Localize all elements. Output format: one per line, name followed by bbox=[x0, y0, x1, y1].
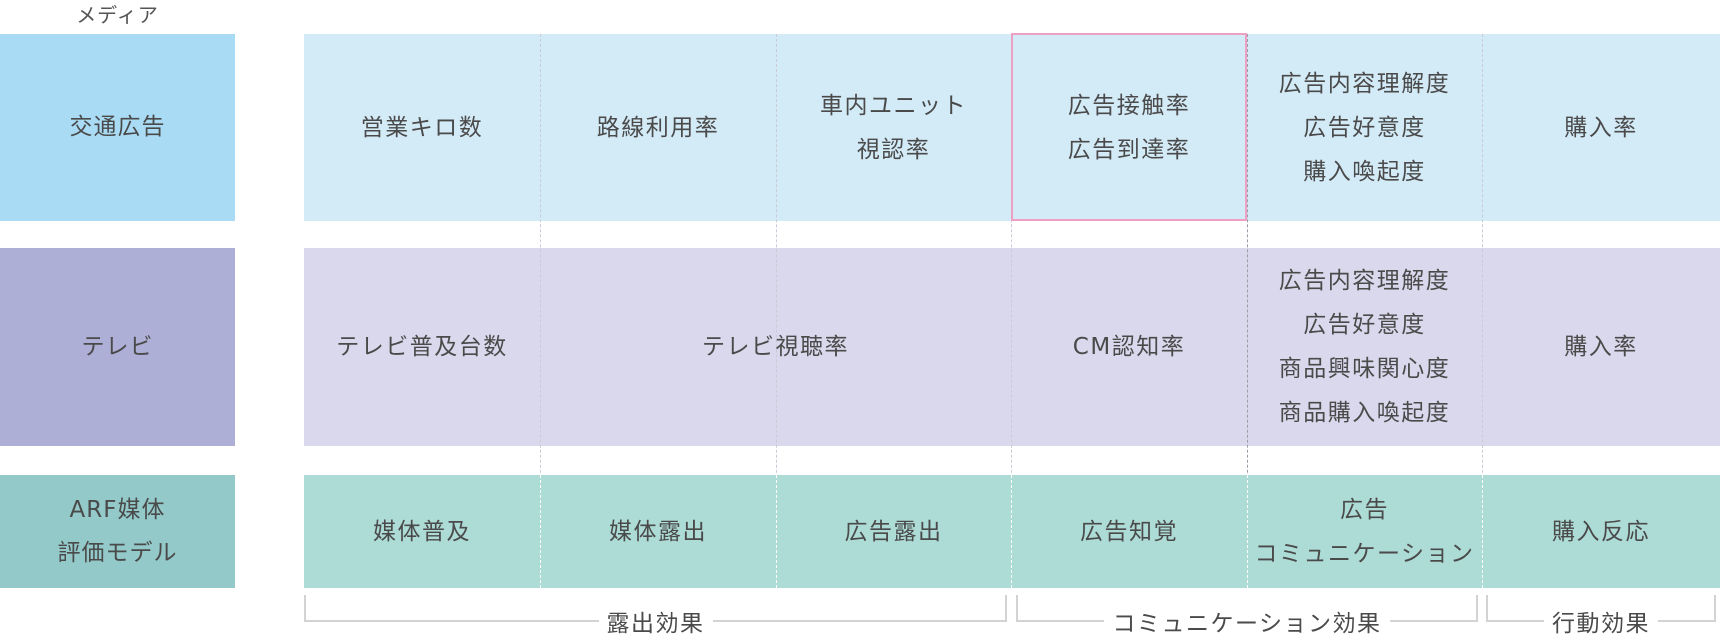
media-label-tv: テレビ bbox=[0, 248, 235, 446]
column-divider bbox=[540, 34, 541, 588]
cell-text: テレビ普及台数 bbox=[336, 334, 508, 360]
cell-text: 広告知覚 bbox=[1080, 518, 1178, 545]
column-divider bbox=[776, 475, 777, 588]
bracket-label-exposure-effect: 露出効果 bbox=[304, 604, 1007, 638]
effect-label: 露出効果 bbox=[598, 604, 713, 638]
highlight-box bbox=[1011, 33, 1247, 221]
cell-in-car-unit-visibility: 車内ユニット 視認率 bbox=[776, 34, 1011, 221]
cell-ad-contact-reach-rate: 広告接触率 広告到達率 bbox=[1011, 34, 1247, 221]
cell-tv-viewing-rate: テレビ視聴率 bbox=[540, 248, 1011, 446]
cell-ad-perception: 広告知覚 bbox=[1011, 475, 1247, 588]
media-label-arf-model: ARF媒体 評価モデル bbox=[0, 475, 235, 588]
effect-label: 行動効果 bbox=[1544, 604, 1658, 638]
cell-operating-km: 営業キロ数 bbox=[304, 34, 540, 221]
column-divider bbox=[1011, 34, 1012, 588]
cell-text: 購入反応 bbox=[1552, 518, 1650, 545]
cell-tv-ownership: テレビ普及台数 bbox=[304, 248, 540, 446]
media-label-text: テレビ bbox=[81, 333, 154, 360]
cell-text: CM認知率 bbox=[1072, 334, 1186, 360]
cell-cm-recognition-rate: CM認知率 bbox=[1011, 248, 1247, 446]
column-divider bbox=[1482, 34, 1483, 588]
cell-ad-comprehension-liking-purchase: 広告内容理解度 広告好意度 購入喚起度 bbox=[1247, 34, 1482, 221]
cell-ad-exposure: 広告露出 bbox=[776, 475, 1011, 588]
cell-purchase-response: 購入反応 bbox=[1482, 475, 1720, 588]
cell-text: 広告露出 bbox=[844, 518, 943, 545]
cell-ad-comprehension-interest-purchase: 広告内容理解度 広告好意度 商品興味関心度 商品購入喚起度 bbox=[1247, 248, 1482, 446]
media-label-transit-ad: 交通広告 bbox=[0, 34, 235, 221]
cell-route-usage-rate: 路線利用率 bbox=[540, 34, 776, 221]
cell-text: 購入率 bbox=[1564, 114, 1638, 141]
column-divider bbox=[1247, 34, 1248, 588]
cell-text: 広告 コミュニケーション bbox=[1254, 496, 1475, 567]
bracket-label-communication-effect: コミュニケーション効果 bbox=[1016, 604, 1478, 638]
cell-text: 営業キロ数 bbox=[360, 114, 484, 141]
column-divider bbox=[1247, 475, 1248, 588]
cell-text: 広告内容理解度 広告好意度 商品興味関心度 商品購入喚起度 bbox=[1278, 268, 1451, 426]
column-divider bbox=[540, 475, 541, 588]
column-divider bbox=[1011, 475, 1012, 588]
cell-text: 路線利用率 bbox=[596, 114, 720, 141]
cell-text: 媒体普及 bbox=[373, 518, 471, 545]
media-label-text: ARF媒体 評価モデル bbox=[57, 496, 178, 566]
column-divider bbox=[776, 34, 777, 588]
media-label-text: 交通広告 bbox=[69, 114, 166, 140]
cell-text: テレビ視聴率 bbox=[702, 334, 849, 360]
cell-media-penetration: 媒体普及 bbox=[304, 475, 540, 588]
cell-text: 媒体露出 bbox=[609, 518, 707, 545]
cell-text: 広告内容理解度 広告好意度 購入喚起度 bbox=[1278, 70, 1451, 185]
cell-ad-communication: 広告 コミュニケーション bbox=[1247, 475, 1482, 588]
cell-text: 広告接触率 広告到達率 bbox=[1067, 92, 1191, 163]
cell-purchase-rate: 購入率 bbox=[1482, 248, 1720, 446]
cell-text: 車内ユニット 視認率 bbox=[820, 92, 967, 163]
media-column-header: メディア bbox=[76, 2, 159, 27]
effect-label: コミュニケーション効果 bbox=[1104, 604, 1390, 638]
column-divider bbox=[1482, 475, 1483, 588]
cell-text: 購入率 bbox=[1564, 334, 1638, 360]
bracket-label-behavior-effect: 行動効果 bbox=[1486, 604, 1716, 638]
cell-purchase-rate: 購入率 bbox=[1482, 34, 1720, 221]
cell-media-exposure: 媒体露出 bbox=[540, 475, 776, 588]
